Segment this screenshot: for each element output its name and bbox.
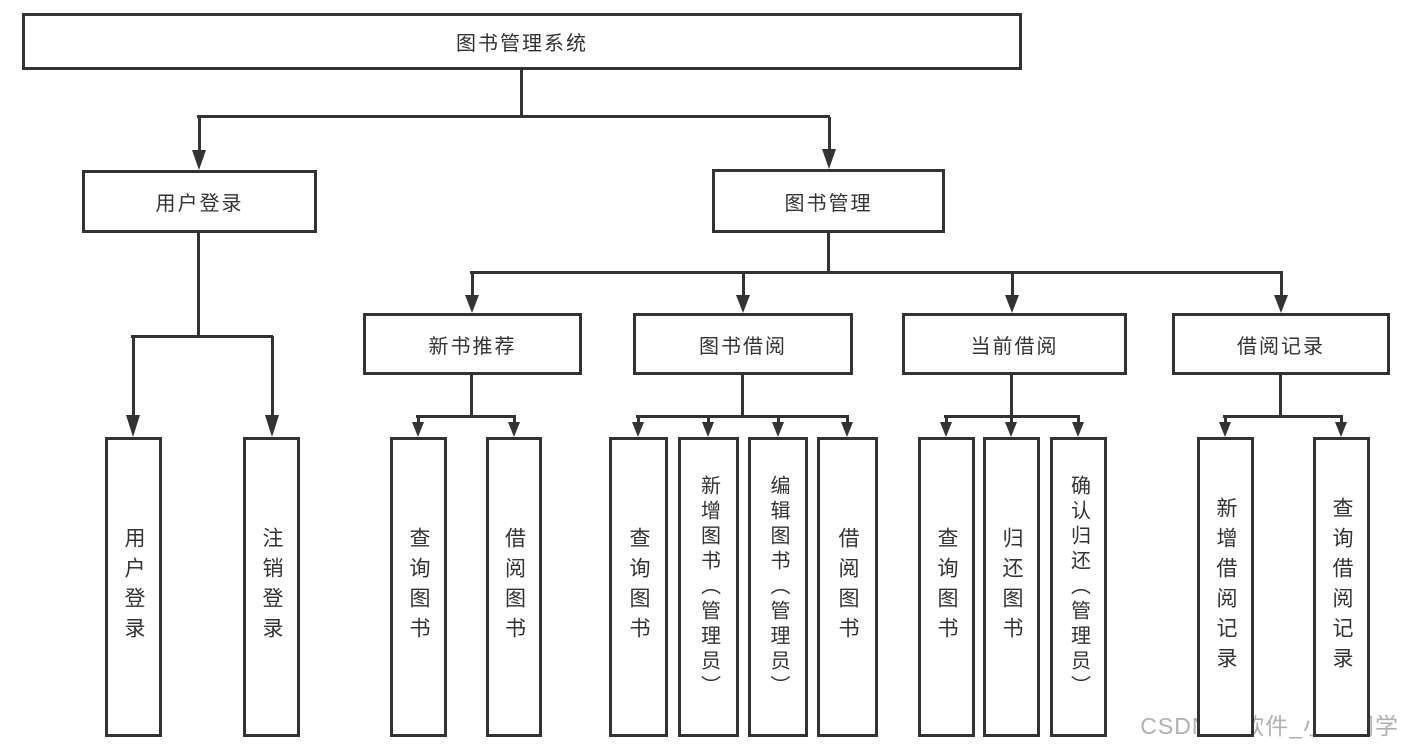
node-library-system: 图书管理系统 (22, 13, 1022, 70)
node-user-login: 用户登录 (82, 170, 317, 233)
arrowhead-down-icon (508, 422, 520, 437)
leaf-return-book: 归还图书 (983, 437, 1040, 737)
leaf-add-book-admin: 新增图书（管理员） (678, 437, 739, 737)
arrowhead-down-icon (822, 149, 836, 169)
arrowhead-down-icon (1072, 422, 1084, 437)
leaf-add-borrow-record: 新增借阅记录 (1197, 437, 1254, 737)
arrow-shaft-line (741, 273, 745, 299)
leaf-logout-label: 注销登录 (260, 527, 283, 647)
arrowhead-down-icon (1219, 422, 1231, 437)
leaf-query-book-recommend-label: 查询图书 (407, 527, 430, 647)
leaf-edit-book-admin-label: 编辑图书（管理员） (767, 474, 789, 700)
node-new-book-recommend: 新书推荐 (363, 313, 582, 375)
arrowhead-down-icon (412, 422, 424, 437)
arrow-shaft-line (1223, 417, 1227, 426)
connector-line (470, 271, 1283, 274)
arrow-shaft-line (270, 336, 274, 419)
connector-line (636, 415, 849, 418)
node-new-book-recommend-label: 新书推荐 (428, 335, 517, 358)
arrow-shaft-line (1010, 273, 1014, 299)
connector-line (470, 375, 473, 418)
arrow-shaft-line (827, 117, 831, 153)
arrow-shaft-line (416, 417, 420, 426)
arrow-shaft-line (131, 336, 135, 419)
leaf-query-book-recommend: 查询图书 (390, 437, 447, 737)
arrowhead-down-icon (632, 422, 644, 437)
connector-line (827, 233, 830, 274)
arrow-shaft-line (636, 417, 640, 426)
connector-line (1010, 375, 1013, 418)
arrow-shaft-line (706, 417, 710, 426)
arrowhead-down-icon (126, 415, 140, 437)
leaf-return-book-label: 归还图书 (1000, 527, 1023, 647)
arrow-shaft-line (1009, 417, 1013, 426)
leaf-confirm-return-admin: 确认归还（管理员） (1050, 437, 1107, 737)
connector-line (131, 335, 273, 338)
node-book-borrow-label: 图书借阅 (699, 335, 787, 358)
connector-line (944, 415, 1080, 418)
arrowhead-down-icon (772, 422, 784, 437)
arrowhead-down-icon (1005, 422, 1017, 437)
arrowhead-down-icon (192, 150, 206, 170)
node-borrow-records: 借阅记录 (1172, 313, 1390, 375)
arrowhead-down-icon (1274, 295, 1288, 313)
arrow-shaft-line (1076, 417, 1080, 426)
node-user-login-label: 用户登录 (155, 193, 244, 215)
connector-line (416, 415, 516, 418)
leaf-query-book-borrow-label: 查询图书 (627, 527, 650, 647)
arrow-shaft-line (470, 273, 474, 299)
connector-line (197, 115, 830, 118)
arrow-shaft-line (845, 417, 849, 426)
node-book-management: 图书管理 (712, 169, 945, 233)
leaf-borrow-book: 借阅图书 (817, 437, 878, 737)
arrow-shaft-line (512, 417, 516, 426)
connector-line (741, 375, 744, 418)
node-book-borrow: 图书借阅 (633, 313, 853, 375)
arrow-shaft-line (1339, 417, 1343, 426)
arrowhead-down-icon (1335, 422, 1347, 437)
leaf-user-login: 用户登录 (105, 437, 162, 737)
node-borrow-records-label: 借阅记录 (1237, 335, 1325, 358)
leaf-query-book-borrow: 查询图书 (609, 437, 668, 737)
connector-line (197, 233, 200, 337)
arrowhead-down-icon (465, 295, 479, 313)
arrow-shaft-line (197, 117, 201, 154)
arrowhead-down-icon (736, 295, 750, 313)
leaf-add-book-admin-label: 新增图书（管理员） (697, 474, 720, 700)
leaf-query-borrow-record-label: 查询借阅记录 (1330, 497, 1353, 677)
arrow-shaft-line (776, 417, 780, 426)
arrow-shaft-line (944, 417, 948, 426)
arrowhead-down-icon (702, 422, 714, 437)
leaf-add-borrow-record-label: 新增借阅记录 (1214, 497, 1237, 677)
arrowhead-down-icon (841, 422, 853, 437)
leaf-query-borrow-record: 查询借阅记录 (1313, 437, 1370, 737)
arrow-shaft-line (1279, 273, 1283, 299)
leaf-query-book-current: 查询图书 (918, 437, 975, 737)
arrowhead-down-icon (1005, 295, 1019, 313)
node-current-borrow: 当前借阅 (902, 313, 1127, 375)
leaf-edit-book-admin: 编辑图书（管理员） (748, 437, 808, 737)
leaf-query-book-current-label: 查询图书 (935, 527, 958, 647)
leaf-borrow-book-recommend: 借阅图书 (486, 437, 542, 737)
leaf-borrow-book-label: 借阅图书 (836, 527, 859, 647)
arrowhead-down-icon (940, 422, 952, 437)
leaf-user-login-label: 用户登录 (122, 527, 145, 647)
leaf-borrow-book-recommend-label: 借阅图书 (502, 527, 526, 647)
leaf-logout: 注销登录 (243, 437, 300, 737)
node-current-borrow-label: 当前借阅 (970, 335, 1059, 358)
arrowhead-down-icon (265, 415, 279, 437)
connector-line (520, 70, 523, 117)
connector-line (1279, 375, 1282, 418)
node-book-management-label: 图书管理 (784, 192, 873, 215)
connector-line (1223, 415, 1343, 418)
node-library-system-label: 图书管理系统 (456, 33, 588, 55)
leaf-confirm-return-admin-label: 确认归还（管理员） (1067, 474, 1090, 700)
